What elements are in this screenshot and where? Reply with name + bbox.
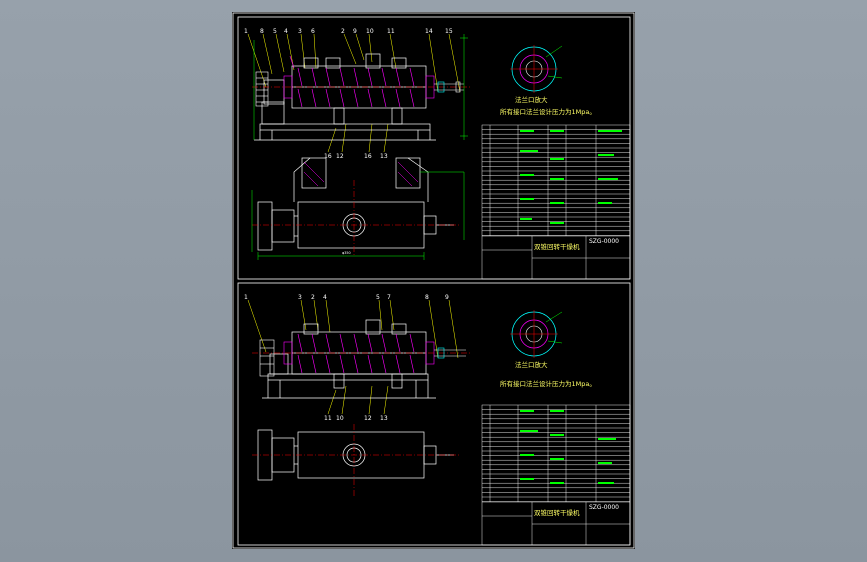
svg-text:13: 13 <box>380 153 388 160</box>
svg-text:12: 12 <box>336 153 344 160</box>
sheet-outer-frame <box>232 12 635 549</box>
svg-text:11: 11 <box>324 415 332 422</box>
svg-text:12: 12 <box>364 415 372 422</box>
svg-text:5: 5 <box>273 28 277 35</box>
svg-text:10: 10 <box>366 28 374 35</box>
parts-table-cells-top <box>520 130 622 224</box>
pressure-note-top: 所有接口法兰设计压力为1Mpa。 <box>500 107 596 116</box>
drive-unit-bottom <box>259 339 275 377</box>
title-block-name-bottom: 双锥回转干燥机 <box>534 508 580 517</box>
svg-text:13: 13 <box>380 415 388 422</box>
drive-unit-top <box>255 71 269 107</box>
parts-table-cells-bottom <box>520 410 616 484</box>
vessel-bottom <box>291 319 427 389</box>
dimensions-plan-top <box>251 171 465 260</box>
cad-canvas: 1 8 5 4 3 6 2 9 10 11 14 15 16 12 16 13 <box>232 12 635 549</box>
base-frame-top <box>254 79 436 141</box>
part-leaders-top <box>247 33 461 153</box>
svg-text:11: 11 <box>387 28 395 35</box>
part-balloons-bottom: 1 3 2 4 5 7 8 9 11 10 12 13 <box>244 294 449 422</box>
baffles-top <box>283 55 435 108</box>
svg-text:5: 5 <box>376 294 380 301</box>
outlet-pipe-bottom <box>434 347 466 359</box>
flange-detail-bottom <box>510 310 563 358</box>
svg-text:9: 9 <box>353 28 357 35</box>
plan-view-hatch-top <box>303 161 419 187</box>
svg-text:7: 7 <box>387 294 391 301</box>
title-block-code-bottom: SZG-0000 <box>589 504 619 511</box>
flange-detail-caption-top: 法兰口放大 <box>515 95 548 104</box>
plan-view-centerlines-top <box>252 180 460 256</box>
parts-table-top <box>481 124 631 280</box>
part-balloons-top: 1 8 5 4 3 6 2 9 10 11 14 15 16 12 16 13 <box>244 28 453 160</box>
svg-text:10: 10 <box>336 415 344 422</box>
baffles-bottom <box>283 333 435 374</box>
drawing-sheet: 1 8 5 4 3 6 2 9 10 11 14 15 16 12 16 13 <box>232 12 635 549</box>
svg-text:16: 16 <box>324 153 332 160</box>
drawing-bottom: 1 3 2 4 5 7 8 9 11 10 12 13 <box>244 294 631 546</box>
svg-text:8: 8 <box>425 294 429 301</box>
part-leaders-bottom <box>247 299 459 415</box>
svg-text:6: 6 <box>311 28 315 35</box>
plan-dimension-text: φ350 <box>342 251 351 255</box>
title-block-name-top: 双锥回转干燥机 <box>534 242 580 251</box>
outlet-pipe-top <box>434 81 464 93</box>
svg-text:8: 8 <box>260 28 264 35</box>
base-frame-bottom <box>262 353 436 399</box>
parts-table-bottom <box>481 404 631 546</box>
svg-text:16: 16 <box>364 153 372 160</box>
svg-text:1: 1 <box>244 28 248 35</box>
svg-text:15: 15 <box>445 28 453 35</box>
title-block-code-top: SZG-0000 <box>589 238 619 245</box>
svg-text:4: 4 <box>284 28 288 35</box>
svg-text:2: 2 <box>341 28 345 35</box>
plan-view-centerlines-bottom <box>252 424 460 496</box>
flange-detail-top <box>510 45 563 93</box>
pressure-note-bottom: 所有接口法兰设计压力为1Mpa。 <box>500 379 596 388</box>
svg-text:1: 1 <box>244 294 248 301</box>
dimensions-front-top <box>253 34 468 140</box>
flange-detail-caption-bottom: 法兰口放大 <box>515 360 548 369</box>
svg-text:2: 2 <box>311 294 315 301</box>
svg-text:3: 3 <box>298 28 302 35</box>
svg-text:14: 14 <box>425 28 433 35</box>
svg-text:3: 3 <box>298 294 302 301</box>
svg-text:9: 9 <box>445 294 449 301</box>
drawing-top: 1 8 5 4 3 6 2 9 10 11 14 15 16 12 16 13 <box>244 28 631 280</box>
svg-text:4: 4 <box>323 294 327 301</box>
